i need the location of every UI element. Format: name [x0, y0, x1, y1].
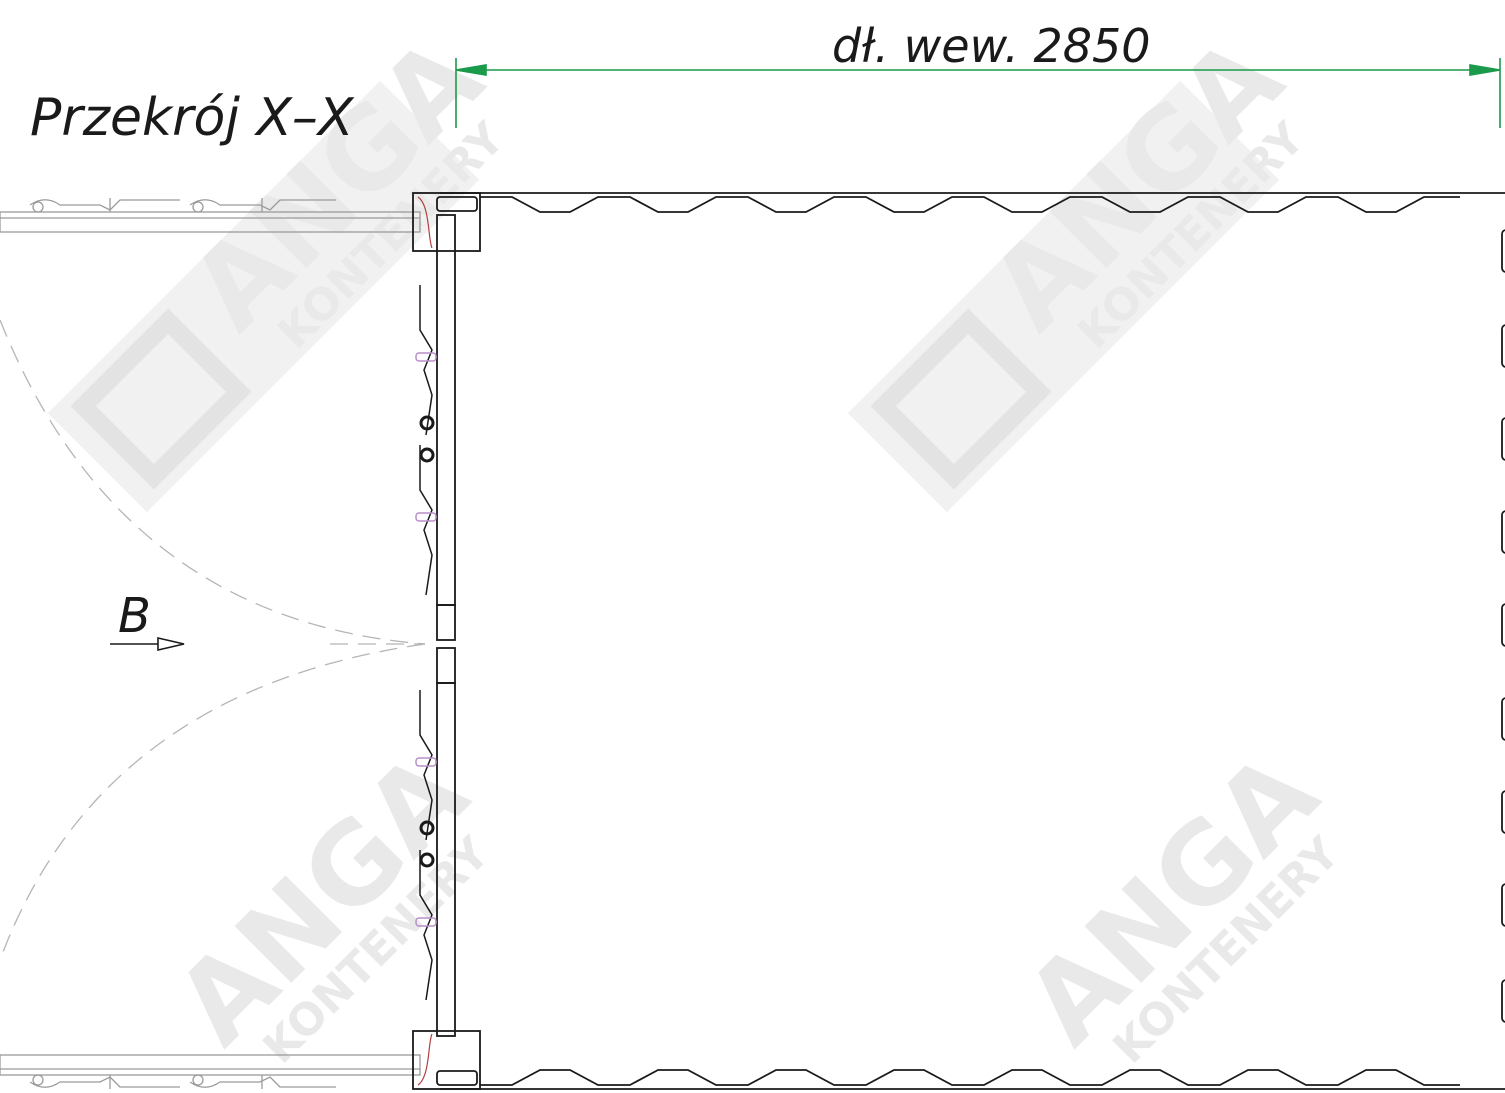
watermark-group: ANGA KONTENERY ANGA KONTENERY ANGA KONTE…	[47, 14, 1350, 1074]
lashing-point	[1501, 417, 1505, 461]
locking-bars	[415, 285, 437, 1001]
dimension-arrow-left	[455, 64, 487, 76]
door-swing-arcs	[0, 319, 426, 961]
handle-icon	[415, 512, 437, 522]
corner-post-bottom	[412, 1030, 481, 1090]
view-marker-label: B	[118, 588, 151, 644]
watermark-logo: ANGA KONTENERY	[1002, 729, 1350, 1074]
lashing-point	[1501, 603, 1505, 647]
container-top-wall	[440, 192, 1505, 213]
door-leaf-lower	[436, 647, 456, 1037]
locking-bar	[419, 850, 433, 1001]
locking-bar	[419, 285, 433, 436]
watermark-logo: ANGA KONTENERY	[152, 729, 500, 1074]
door-leaf-upper	[436, 214, 456, 641]
open-door-bottom	[0, 1054, 421, 1089]
lashing-point	[1501, 883, 1505, 927]
lashing-point	[1501, 697, 1505, 741]
dimension-arrow-right	[1469, 64, 1501, 76]
locking-bar	[419, 445, 433, 596]
open-door-top	[0, 198, 421, 233]
lashing-point	[1501, 790, 1505, 834]
locking-bar	[419, 690, 433, 841]
lashing-point	[1501, 324, 1505, 368]
dimension-label: dł. wew. 2850	[832, 19, 1151, 73]
watermark-logo: ANGA KONTENERY	[847, 14, 1315, 513]
view-marker-arrow	[110, 636, 185, 652]
handle-icon	[415, 757, 437, 767]
lashing-point	[1501, 510, 1505, 554]
dimension-line	[455, 58, 1501, 128]
section-title: Przekrój X–X	[30, 88, 355, 148]
hinge-icon	[419, 447, 435, 463]
container-bottom-wall	[440, 1069, 1505, 1090]
lashing-points	[1501, 229, 1505, 1023]
lashing-point	[1501, 979, 1505, 1023]
handle-icon	[415, 352, 437, 362]
hinge-icon	[419, 820, 435, 836]
lashing-point	[1501, 229, 1505, 273]
corner-post-top	[412, 192, 481, 252]
handle-icon	[415, 917, 437, 927]
hinge-icon	[419, 852, 435, 868]
hinge-icon	[419, 415, 435, 431]
